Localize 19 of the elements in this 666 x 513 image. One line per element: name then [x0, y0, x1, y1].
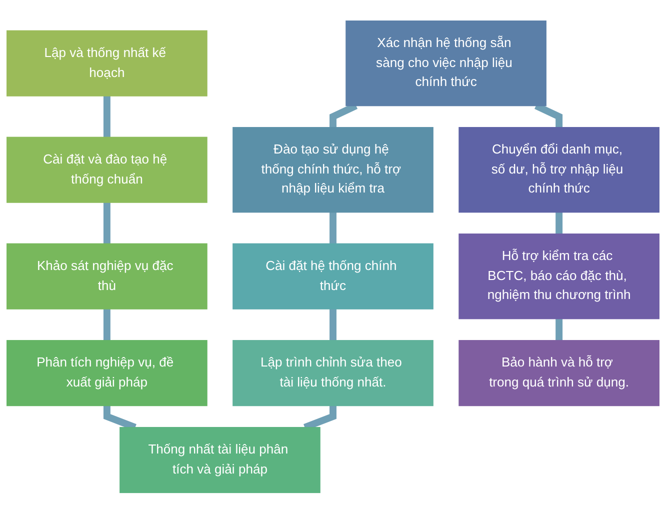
- node-box: Xác nhận hệ thống sẵn sàng cho việc nhập liệu chính thức: [346, 20, 546, 106]
- node-box: Phân tích nghiệp vụ, đề xuất giải pháp: [6, 340, 208, 406]
- node-box: Lập và thống nhất kế hoạch: [6, 30, 208, 96]
- node-box: Cài đặt và đào tạo hệ thống chuẩn: [6, 136, 208, 203]
- node-box: Cài đặt hệ thống chính thức: [232, 243, 434, 310]
- connector: [556, 212, 563, 234]
- connector: [556, 318, 563, 340]
- node-box: Khảo sát nghiệp vụ đặc thù: [6, 243, 208, 310]
- connector: [330, 212, 336, 244]
- node-box: Hỗ trợ kiểm tra các BCTC, báo cáo đặc thù, nghiệm thu chương trình: [458, 233, 660, 319]
- node-box: Lập trình chỉnh sửa theo tài liệu thống nhất.: [232, 340, 434, 406]
- connector: [103, 96, 110, 137]
- node-box: Bảo hành và hỗ trợ trong quá trình sử dụng.: [458, 340, 660, 406]
- node-box: Chuyển đổi danh mục, số dư, hỗ trợ nhập liệu chính thức: [458, 126, 660, 212]
- node-box: Đào tạo sử dụng hệ thống chính thức, hỗ trợ nhập liệu kiểm tra: [232, 126, 434, 212]
- connector: [103, 202, 110, 244]
- node-box: Thống nhất tài liệu phân tích và giải pháp: [120, 426, 320, 493]
- connector: [330, 308, 336, 340]
- connector: [103, 308, 110, 340]
